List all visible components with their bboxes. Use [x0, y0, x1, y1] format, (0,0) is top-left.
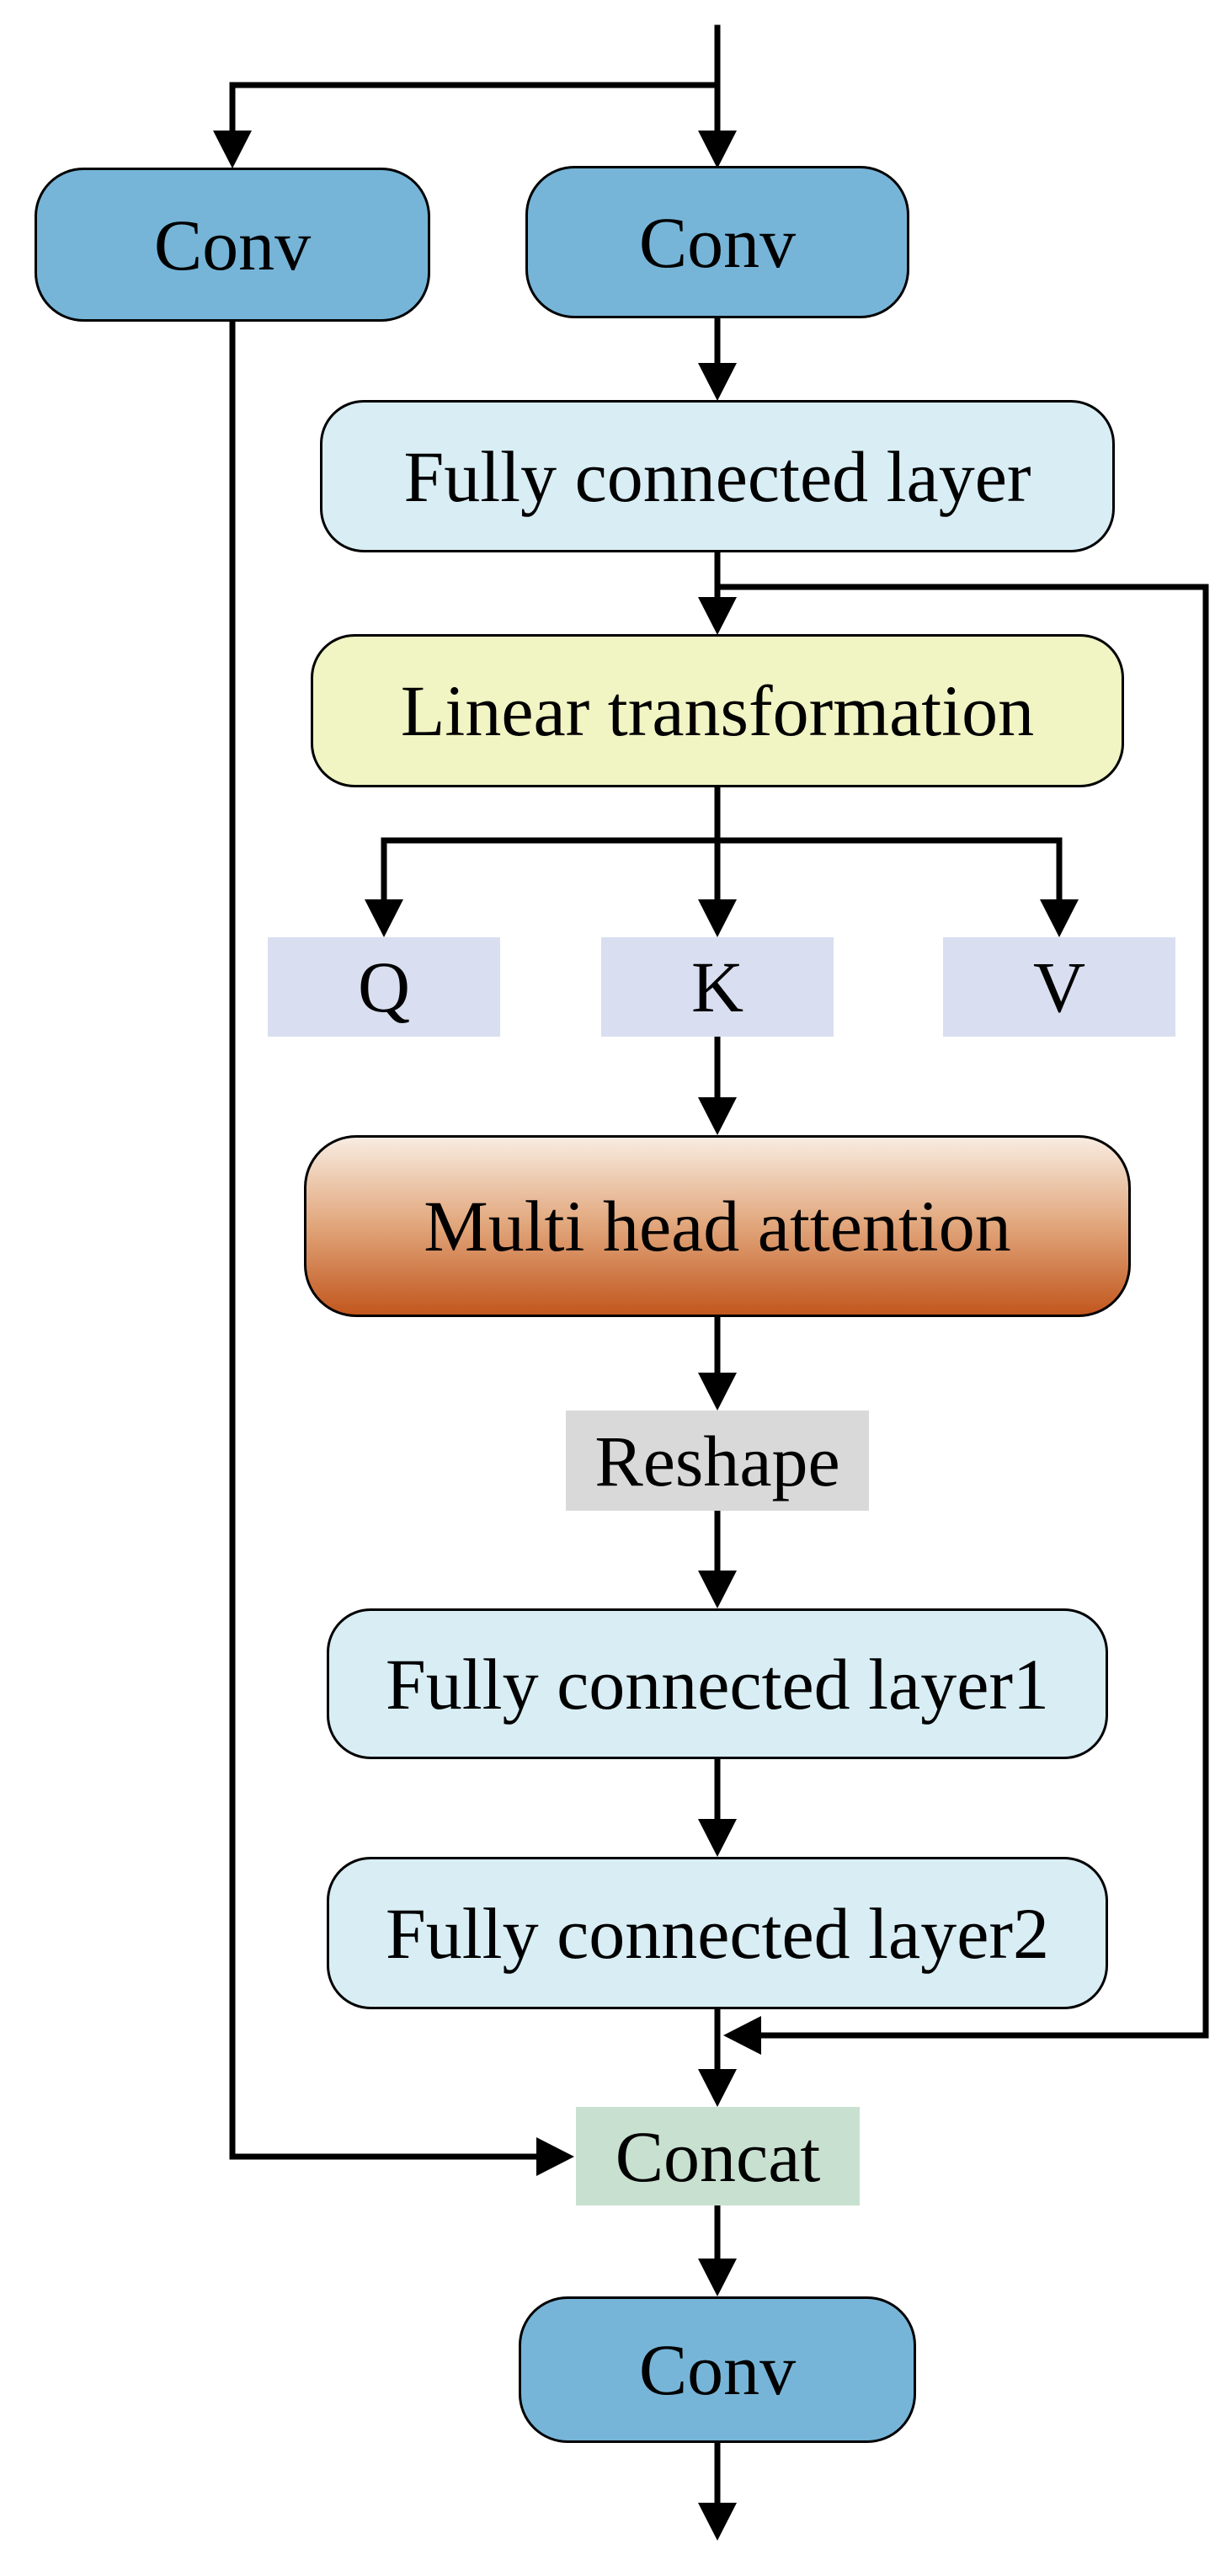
edge-reshape-to-fc1 [698, 1507, 737, 1608]
node-fully-connected-layer2: Fully connected layer2 [327, 1857, 1108, 2009]
node-conv-bottom: Conv [519, 2296, 916, 2443]
edge-fc-to-linear [698, 549, 737, 635]
edge-fc2-to-concat [698, 2006, 737, 2107]
node-concat: Concat [576, 2107, 860, 2205]
edge-output [698, 2440, 737, 2541]
edge-concat-to-conv [698, 2202, 737, 2296]
edge-linear-split [365, 785, 1079, 937]
edge-conv-left-to-concat [229, 318, 574, 2176]
node-fully-connected-layer: Fully connected layer [320, 400, 1115, 552]
edge-mha-to-reshape [698, 1314, 737, 1411]
node-conv-left: Conv [35, 168, 430, 322]
node-linear-transformation: Linear transformation [311, 634, 1124, 787]
edge-input [698, 24, 737, 168]
edge-k-to-mha [698, 1033, 737, 1135]
node-conv-top: Conv [525, 166, 909, 318]
node-k: K [601, 937, 834, 1037]
node-multi-head-attention: Multi head attention [304, 1135, 1131, 1317]
node-reshape: Reshape [566, 1411, 869, 1511]
edge-fc1-to-fc2 [698, 1756, 737, 1857]
edge-fc-skip-right [714, 584, 1209, 2055]
edge-input-branch-left [213, 82, 721, 168]
node-q: Q [268, 937, 500, 1037]
edge-conv-top-to-fc [698, 315, 737, 401]
node-fully-connected-layer1: Fully connected layer1 [327, 1608, 1108, 1759]
node-v: V [943, 937, 1175, 1037]
